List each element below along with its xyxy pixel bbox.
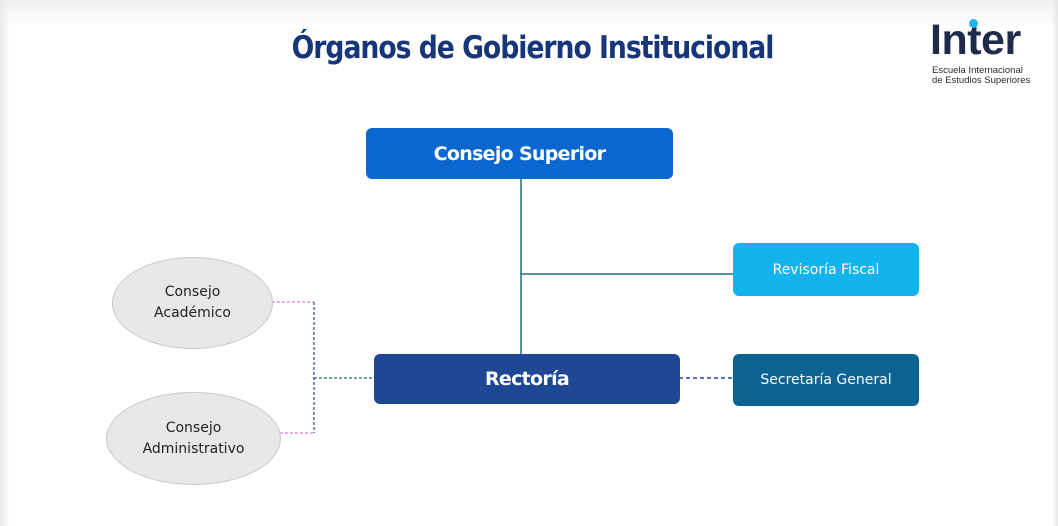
logo-dot-icon	[969, 19, 978, 28]
right-edge-shadow	[1052, 0, 1058, 526]
node-consejo-superior: Consejo Superior	[366, 128, 673, 179]
node-consejo-administrativo: Consejo Administrativo	[106, 392, 281, 485]
node-consejo-academico-line2: Académico	[154, 305, 231, 321]
node-consejo-academico-line1: Consejo	[164, 284, 221, 300]
node-consejo-administrativo-line1: Consejo	[165, 419, 222, 436]
node-consejo-administrativo-line2: Administrativo	[142, 440, 245, 457]
left-edge-shadow	[0, 0, 10, 526]
node-secretaria-general-label: Secretaría General	[760, 372, 892, 388]
logo-subtitle: Escuela Internacional de Estudios Superi…	[932, 65, 1031, 86]
inter-logo: Inter Escuela Internacional de Estudios …	[928, 14, 1040, 94]
node-revisoria-fiscal: Revisoría Fiscal	[733, 243, 919, 296]
node-revisoria-fiscal-label: Revisoría Fiscal	[772, 261, 880, 278]
page-title: Órganos de Gobierno Institucional	[291, 30, 775, 66]
node-consejo-superior-label: Consejo Superior	[433, 142, 606, 165]
node-secretaria-general: Secretaría General	[733, 354, 919, 406]
node-consejo-academico: Consejo Académico	[112, 257, 273, 349]
node-rectoria-label: Rectoría	[484, 368, 570, 390]
node-rectoria: Rectoría	[374, 354, 680, 404]
